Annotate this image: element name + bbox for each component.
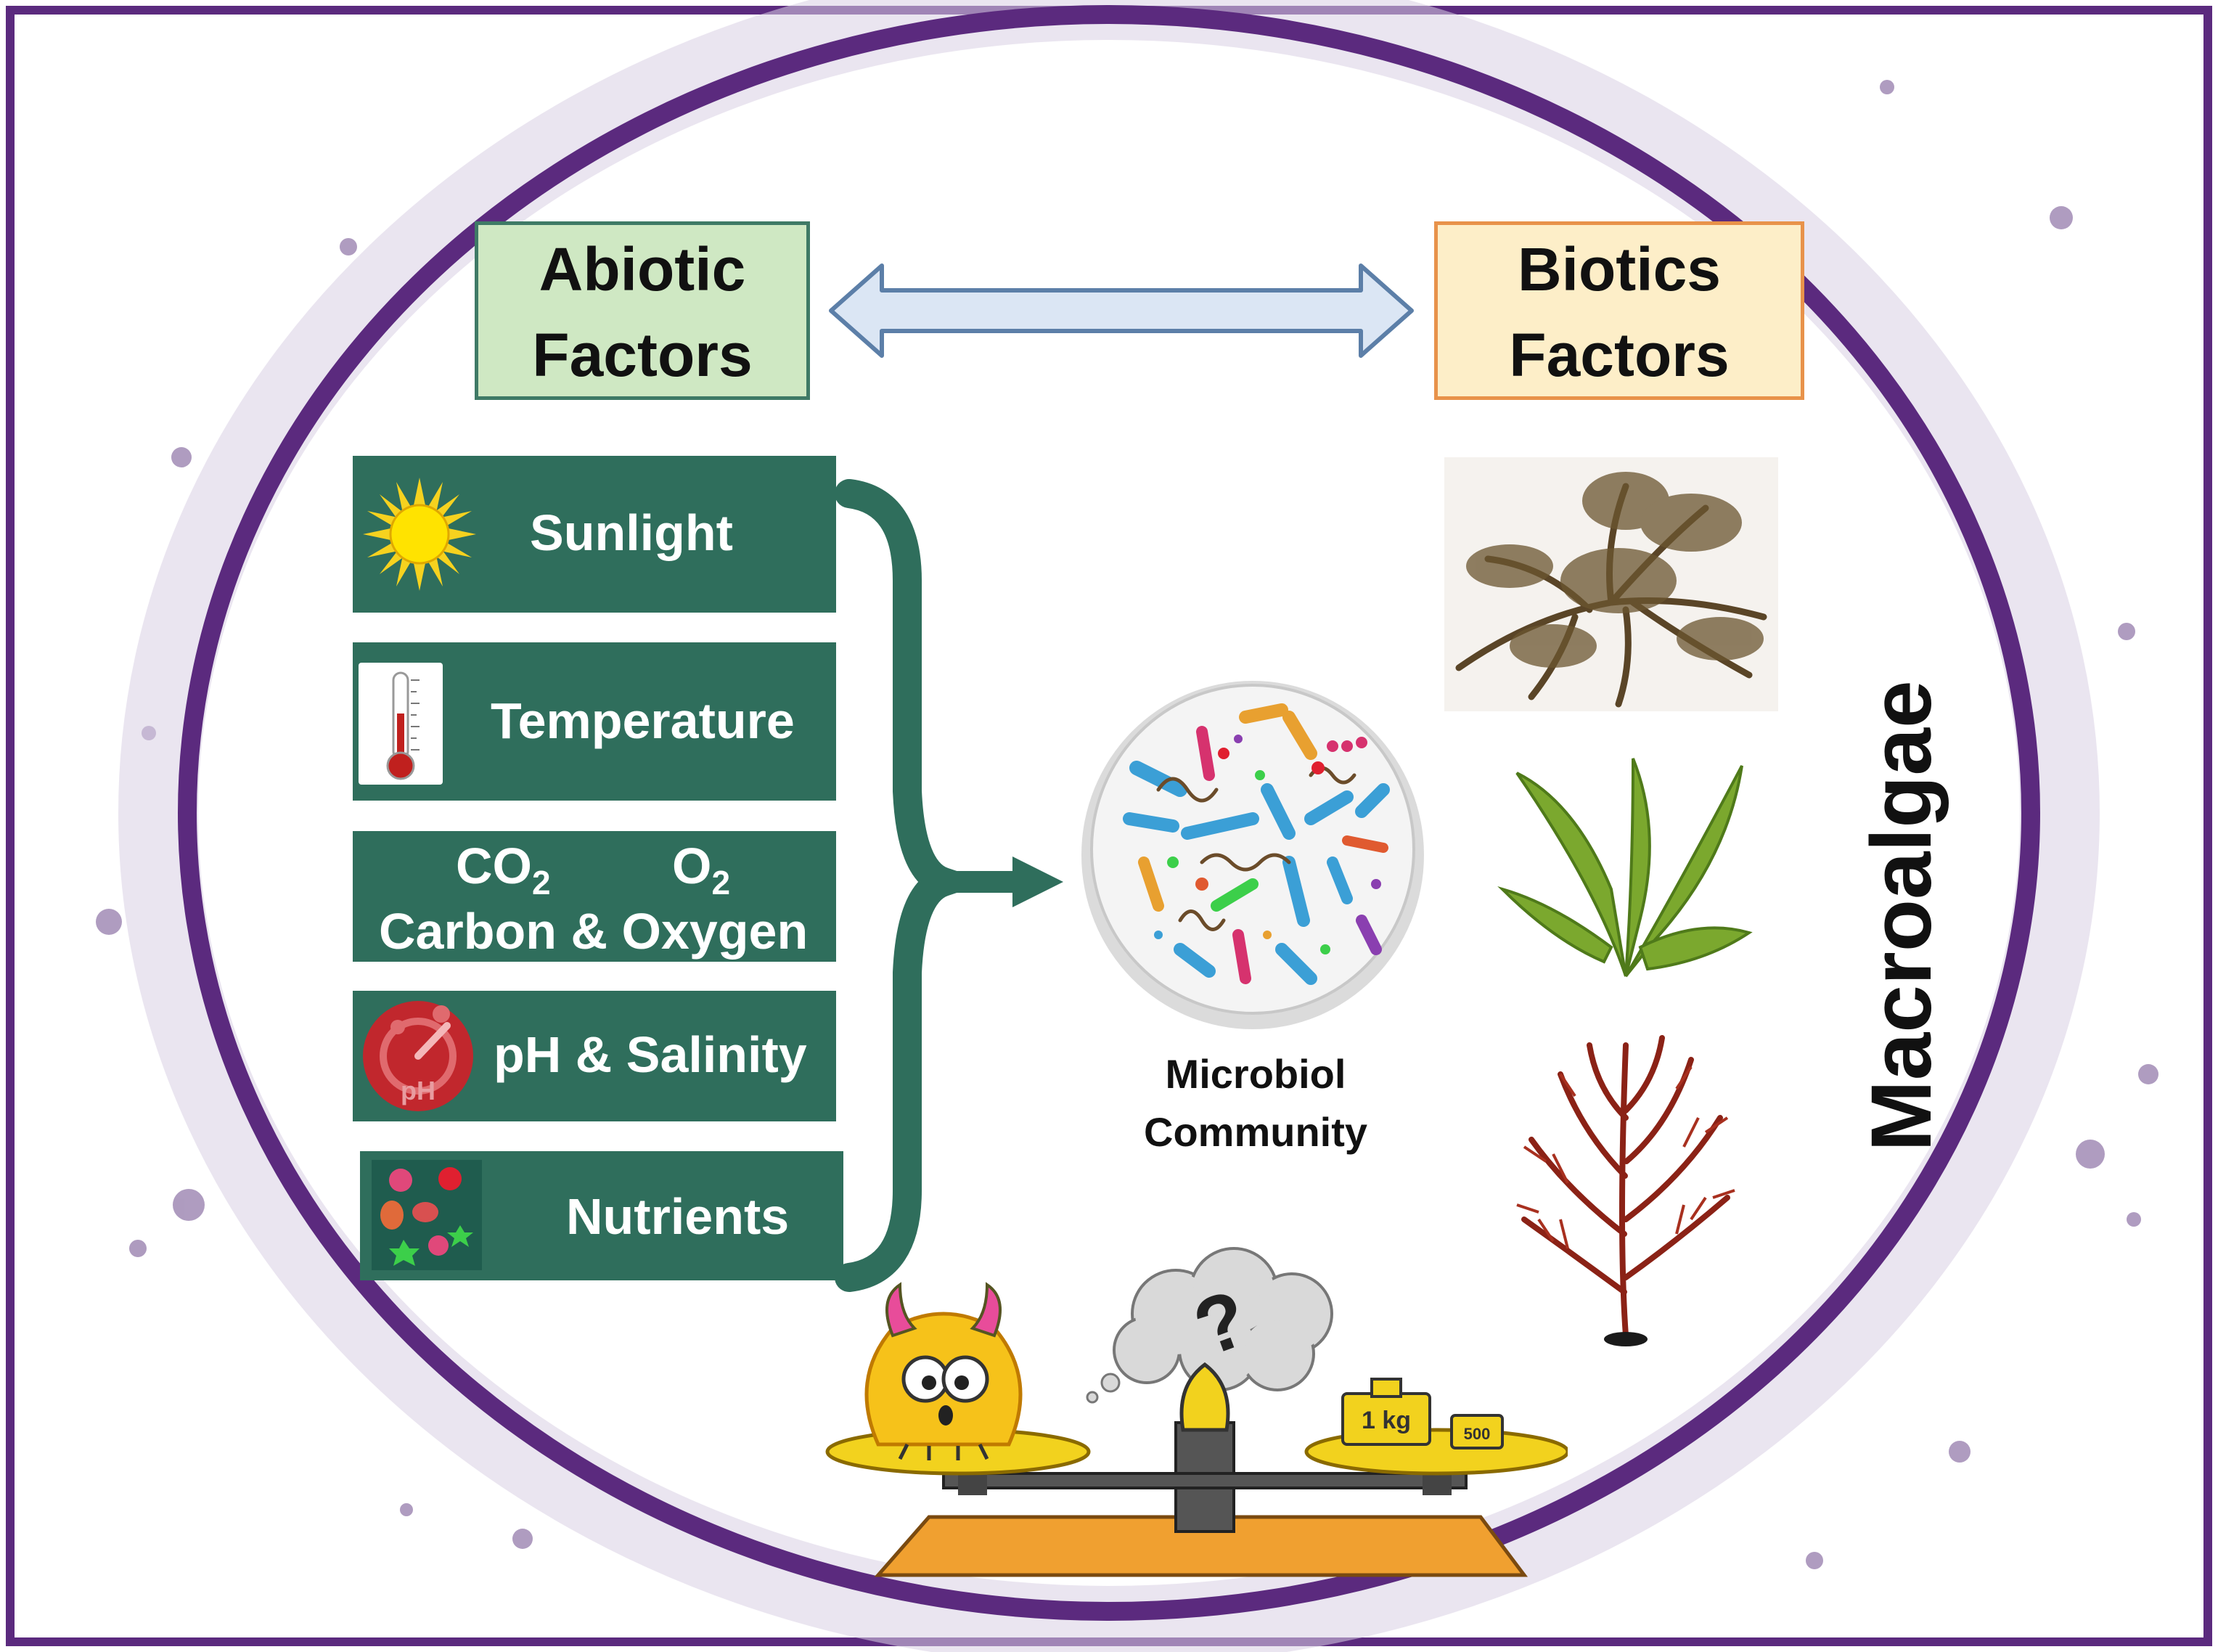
monster-creature-icon [864,1282,1023,1460]
abiotic-line1: Abiotic [539,235,746,303]
brown-seaweed-image [1444,457,1778,711]
abiotic-factors-header: Abiotic Factors [475,221,810,400]
carbon-oxygen-label: Carbon & Oxygen [379,903,809,960]
co2-label: CO2 [456,837,551,902]
curly-brace [835,479,990,1292]
double-arrow-icon [829,263,1414,358]
red-seaweed-image [1495,1016,1756,1350]
factor-nutrients: Nutrients [360,1151,843,1280]
co2-subscript: 2 [532,864,551,901]
biotic-line1: Biotics [1517,235,1722,303]
factor-ph-salinity: pH pH & Salinity [353,991,836,1121]
green-seaweed-image [1488,744,1764,991]
thermometer-icon [359,663,443,785]
microbial-line1: Microbiol [1165,1051,1346,1097]
nutrients-icon [372,1160,482,1270]
weights: 1 kg 500 [1341,1378,1504,1449]
weight-1kg-label: 1 kg [1362,1407,1411,1434]
o2-subscript: 2 [711,864,731,901]
microbial-community-label: Microbiol Community [1103,1045,1408,1161]
microbial-petri-dish [1081,681,1424,1029]
microbial-line2: Community [1144,1109,1367,1155]
thought-cloud-icon: ? [1086,1247,1333,1404]
o2-label: O2 [672,837,730,902]
biotic-line2: Factors [1509,321,1730,389]
temperature-label: Temperature [491,692,795,749]
ink-splashes [96,80,2158,1569]
ph-salinity-label: pH & Salinity [494,1026,807,1083]
ring-wash [118,0,2100,1652]
svg-text:pH: pH [401,1076,435,1105]
ph-gauge-icon: pH [363,1001,473,1111]
o2-text: O [672,838,712,894]
factor-temperature: Temperature [353,642,836,801]
balance-scale-illustration: ? 1 kg 500 [825,1247,1568,1577]
outer-ring [178,5,2040,1621]
sun-icon [363,478,476,591]
abiotic-line2: Factors [532,321,753,389]
factor-sunlight: Sunlight [353,456,836,613]
nutrients-label: Nutrients [566,1188,790,1245]
brace-arrowhead [1012,856,1063,907]
weight-500-label: 500 [1464,1425,1491,1443]
biotic-factors-header: Biotics Factors [1434,221,1804,400]
macroalgae-text: Macroalgae [1854,680,1949,1152]
co2-text: CO [456,838,532,894]
factor-carbon-oxygen: CO2 O2 Carbon & Oxygen [353,831,836,962]
sunlight-label: Sunlight [530,504,733,561]
